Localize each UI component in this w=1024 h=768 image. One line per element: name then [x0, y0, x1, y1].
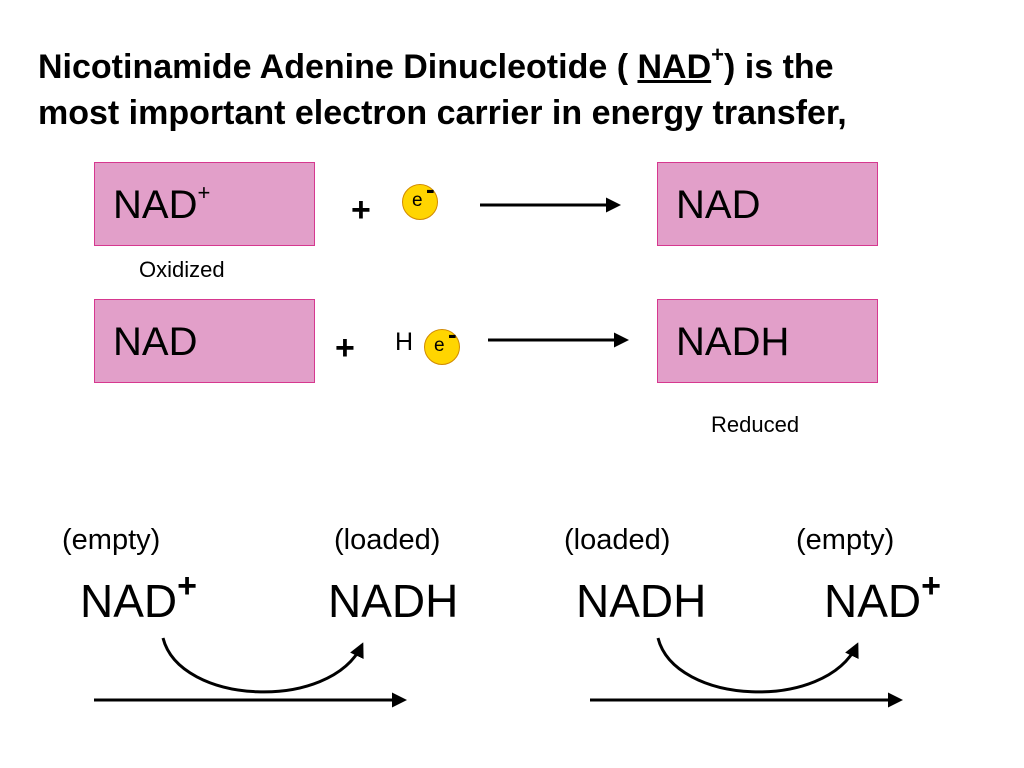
- title-nad-sup: +: [711, 42, 724, 67]
- title-nad: NAD: [637, 48, 712, 86]
- hydrogen-label: H: [395, 328, 414, 356]
- cycle-right-to-state: (empty): [796, 524, 895, 556]
- cycle-left-curved-arrow: [161, 637, 364, 694]
- title-line1-suffix: ) is the: [724, 48, 834, 86]
- row1-right-box: NAD: [657, 162, 878, 246]
- cycle-left-from-label: NAD+: [80, 567, 197, 627]
- cycle-left-to-state: (loaded): [334, 524, 441, 556]
- row2-plus: +: [335, 329, 355, 367]
- title-line1-prefix: Nicotinamide Adenine Dinucleotide (: [38, 48, 638, 86]
- title-line2: most important electron carrier in energ…: [38, 94, 847, 132]
- cycle-left-to-label: NADH: [328, 575, 459, 627]
- row2-left-box: NAD: [94, 299, 315, 383]
- row1-left-box: NAD+: [94, 162, 315, 246]
- cycle-left-from-sup: +: [177, 567, 197, 605]
- row2-right-label: NADH: [676, 320, 790, 364]
- row1-right-label: NAD: [676, 183, 761, 227]
- row2-electron: e -: [424, 321, 460, 365]
- cycle-left-from-state: (empty): [62, 524, 161, 556]
- reduced-caption: Reduced: [711, 412, 800, 437]
- row2-left-label: NAD: [113, 320, 198, 364]
- row1-plus: +: [351, 191, 371, 229]
- cycle-right-from-label: NADH: [576, 575, 707, 627]
- row2-electron-symbol: e: [434, 335, 445, 356]
- cycle-right-from-state: (loaded): [564, 524, 671, 556]
- cycle-right-curved-arrow: [656, 637, 859, 694]
- row1-electron: e -: [402, 176, 438, 220]
- oxidized-caption: Oxidized: [139, 257, 225, 282]
- row1-electron-symbol: e: [412, 190, 423, 211]
- cycle-right-to-sup: +: [921, 567, 941, 605]
- row1-left-sup: +: [197, 180, 211, 205]
- row1-left-label: NAD+: [113, 180, 211, 228]
- row1-electron-charge: -: [426, 174, 435, 204]
- slide-title: Nicotinamide Adenine Dinucleotide ( NAD+…: [38, 44, 1008, 136]
- row2-electron-charge: -: [448, 319, 457, 349]
- cycle-right-to-label: NAD+: [824, 567, 941, 627]
- row2-right-box: NADH: [657, 299, 878, 383]
